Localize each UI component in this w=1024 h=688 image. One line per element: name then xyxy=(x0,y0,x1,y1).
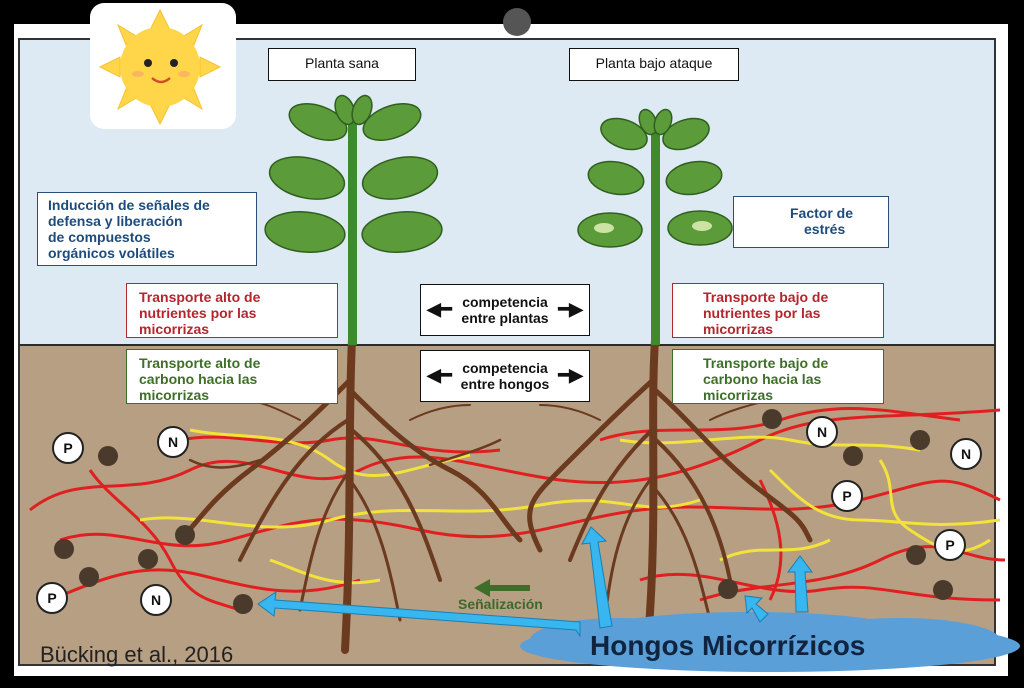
stem-healthy xyxy=(348,120,357,345)
stress-line: estrés xyxy=(804,221,846,237)
nutrient-label: N xyxy=(168,434,178,450)
double-arrow-icon: ━▶ xyxy=(558,299,583,319)
signaling-label: Señalización xyxy=(458,596,543,612)
nutrient-letters: P N P N N N P P xyxy=(47,424,971,608)
double-arrow-icon: ━▶ xyxy=(558,365,583,385)
nutrient-label: N xyxy=(817,424,827,440)
low-carbon-transport-box: Transporte bajo de carbono hacia las mic… xyxy=(672,349,884,404)
title-healthy-text: Planta sana xyxy=(305,55,379,71)
nutrient-particle-icon xyxy=(906,545,926,565)
leaf-icon xyxy=(288,103,348,141)
nutrient-label: P xyxy=(63,440,72,456)
nutrient-particles xyxy=(54,409,953,614)
title-attacked-plant: Planta bajo ataque xyxy=(569,48,739,81)
defense-line: de compuestos xyxy=(48,229,151,245)
nutrient-particle-icon xyxy=(79,567,99,587)
plant-competition-line: competencia xyxy=(462,294,548,310)
nutrient-label: P xyxy=(47,590,56,606)
plant-competition-line: entre plantas xyxy=(461,310,549,326)
defense-signal-box: Inducción de señales de defensa y libera… xyxy=(37,192,257,266)
high-nutrient-line: nutrientes por las xyxy=(139,305,257,321)
defense-line: defensa y liberación xyxy=(48,213,183,229)
leaf-icon xyxy=(362,103,422,141)
fungi-label: Hongos Micorrízicos xyxy=(590,630,866,661)
leaf-icon xyxy=(653,108,673,136)
nutrient-particle-icon xyxy=(910,430,930,450)
nutrient-particle-icon xyxy=(138,549,158,569)
sun-icon xyxy=(90,3,236,129)
nutrient-particle-icon xyxy=(175,525,195,545)
top-handle-dot xyxy=(503,8,531,36)
defense-line: orgánicos volátiles xyxy=(48,245,175,261)
double-arrow-icon: ◀━ xyxy=(427,299,452,319)
nutrient-particle-icon xyxy=(54,539,74,559)
leaf-icon xyxy=(264,211,346,253)
leaf-icon xyxy=(268,156,346,200)
nutrient-label: P xyxy=(842,488,851,504)
citation: Bücking et al., 2016 xyxy=(40,642,234,667)
title-healthy-plant: Planta sana xyxy=(268,48,416,81)
leaf-icon xyxy=(361,211,443,253)
nutrient-label: P xyxy=(945,537,954,553)
leaf-icon xyxy=(665,160,723,196)
plant-competition-box: competencia entre plantas ◀━ ━▶ xyxy=(420,284,590,336)
nutrient-particle-icon xyxy=(233,594,253,614)
leaves-healthy xyxy=(264,94,443,253)
leaf-icon xyxy=(587,160,645,196)
leaf-icon xyxy=(600,117,648,151)
low-carbon-line: Transporte bajo de xyxy=(703,355,829,371)
leaf-icon xyxy=(662,117,710,151)
nutrient-labels xyxy=(36,416,982,616)
leaf-icon xyxy=(361,156,439,200)
roots-healthy xyxy=(177,336,523,654)
leaf-icon xyxy=(351,94,373,126)
high-nutrient-transport-box: Transporte alto de nutrientes por las mi… xyxy=(126,283,338,338)
nutrient-label: N xyxy=(961,446,971,462)
stress-factor-box: Factor de estrés xyxy=(733,196,889,248)
fungi-arrows xyxy=(257,526,813,638)
nutrient-particle-icon xyxy=(98,446,118,466)
nutrient-particle-icon xyxy=(762,409,782,429)
nutrient-label: N xyxy=(151,592,161,608)
low-nutrient-line: nutrientes por las xyxy=(703,305,821,321)
low-carbon-line: carbono hacia las xyxy=(703,371,822,387)
leaf-damage-spots xyxy=(594,221,712,233)
fungi-competition-box: competencia entre hongos ◀━ ━▶ xyxy=(420,350,590,402)
double-arrow-icon: ◀━ xyxy=(427,365,452,385)
low-nutrient-line: Transporte bajo de xyxy=(703,289,829,305)
fungi-competition-line: entre hongos xyxy=(460,376,550,392)
defense-line: Inducción de señales de xyxy=(48,197,210,213)
low-nutrient-transport-box: Transporte bajo de nutrientes por las mi… xyxy=(672,283,884,338)
low-nutrient-line: micorrizas xyxy=(703,321,774,337)
signal-arrow-icon xyxy=(474,579,530,597)
nutrient-particle-icon xyxy=(933,580,953,600)
roots-attacked xyxy=(527,336,813,644)
stem-attacked xyxy=(651,130,660,345)
high-carbon-line: carbono hacia las xyxy=(139,371,258,387)
nutrient-particle-icon xyxy=(718,579,738,599)
high-carbon-line: micorrizas xyxy=(139,387,210,403)
high-carbon-line: Transporte alto de xyxy=(139,355,261,371)
high-carbon-transport-box: Transporte alto de carbono hacia las mic… xyxy=(126,349,338,404)
low-carbon-line: micorrizas xyxy=(703,387,774,403)
nutrient-particle-icon xyxy=(843,446,863,466)
stress-line: Factor de xyxy=(790,205,854,221)
fungi-competition-line: competencia xyxy=(462,360,548,376)
high-nutrient-line: Transporte alto de xyxy=(139,289,261,305)
high-nutrient-line: micorrizas xyxy=(139,321,210,337)
title-attacked-text: Planta bajo ataque xyxy=(595,55,713,71)
